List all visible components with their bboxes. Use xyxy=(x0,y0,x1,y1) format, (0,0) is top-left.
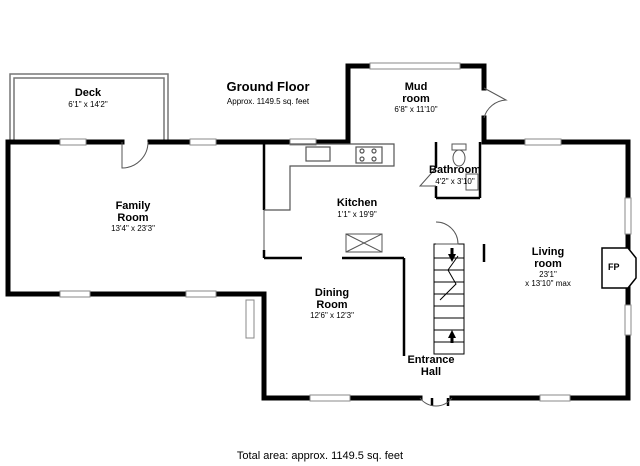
windows xyxy=(59,62,632,402)
floor-title-block: Ground Floor Approx. 1149.5 sq. feet xyxy=(226,79,309,106)
doors xyxy=(121,87,508,407)
stair-arrows xyxy=(448,248,456,343)
mud-room-name-2: room xyxy=(402,92,430,105)
dining-room-name-1: Dining xyxy=(314,287,350,299)
family-room-name-2: Room xyxy=(117,211,149,224)
deck-label: Deck 6'1" x 14'2" xyxy=(68,87,108,109)
bathroom-label: Bathroom 4'2" x 3'10" xyxy=(429,164,481,186)
living-room-label: Living room 23'1" x 13'10" max xyxy=(525,246,571,289)
family-room-dims: 13'4" x 23'3" xyxy=(111,224,155,234)
chimney xyxy=(345,233,383,253)
fireplace-label: FP xyxy=(608,262,620,272)
living-room-name-1: Living xyxy=(531,246,565,258)
kitchen-name: Kitchen xyxy=(336,197,378,209)
floor-title: Ground Floor xyxy=(226,79,310,94)
entrance-hall-label: Entrance Hall xyxy=(407,354,455,378)
dining-room-label: Dining Room 12'6" x 12'3" xyxy=(310,287,354,321)
deck-dims: 6'1" x 14'2" xyxy=(68,99,108,109)
mud-room-dims: 6'8" x 11'10" xyxy=(394,105,438,115)
living-room-dims-1: 23'1" xyxy=(539,270,557,280)
bathroom-name: Bathroom xyxy=(429,164,481,176)
mud-room-label: Mud room 6'8" x 11'10" xyxy=(394,81,438,115)
family-room-name-1: Family xyxy=(115,200,151,212)
total-area: Total area: approx. 1149.5 sq. feet xyxy=(236,450,404,462)
interior-walls xyxy=(262,142,486,406)
entrance-hall-name-1: Entrance xyxy=(407,354,455,366)
entrance-hall-name-2: Hall xyxy=(420,365,442,378)
kitchen-dims: 1'1" x 19'9" xyxy=(337,209,377,219)
staircase xyxy=(433,243,465,355)
deck-outline xyxy=(9,73,169,140)
bathroom-fixtures xyxy=(451,143,479,191)
floor-area: Approx. 1149.5 sq. feet xyxy=(226,96,310,106)
walls xyxy=(5,63,631,401)
living-room-dims-2: x 13'10" max xyxy=(525,279,571,289)
dining-room-dims: 12'6" x 12'3" xyxy=(310,311,354,321)
fireplace xyxy=(601,247,637,289)
family-room-label: Family Room 13'4" x 23'3" xyxy=(111,200,155,234)
living-room-name-2: room xyxy=(534,257,562,270)
deck-name: Deck xyxy=(74,87,102,99)
mud-room-name-1: Mud xyxy=(404,81,428,93)
dining-room-name-2: Room xyxy=(316,298,348,311)
kitchen-counters xyxy=(264,143,395,211)
bathroom-dims: 4'2" x 3'10" xyxy=(435,176,475,186)
kitchen-label: Kitchen 1'1" x 19'9" xyxy=(336,197,378,219)
